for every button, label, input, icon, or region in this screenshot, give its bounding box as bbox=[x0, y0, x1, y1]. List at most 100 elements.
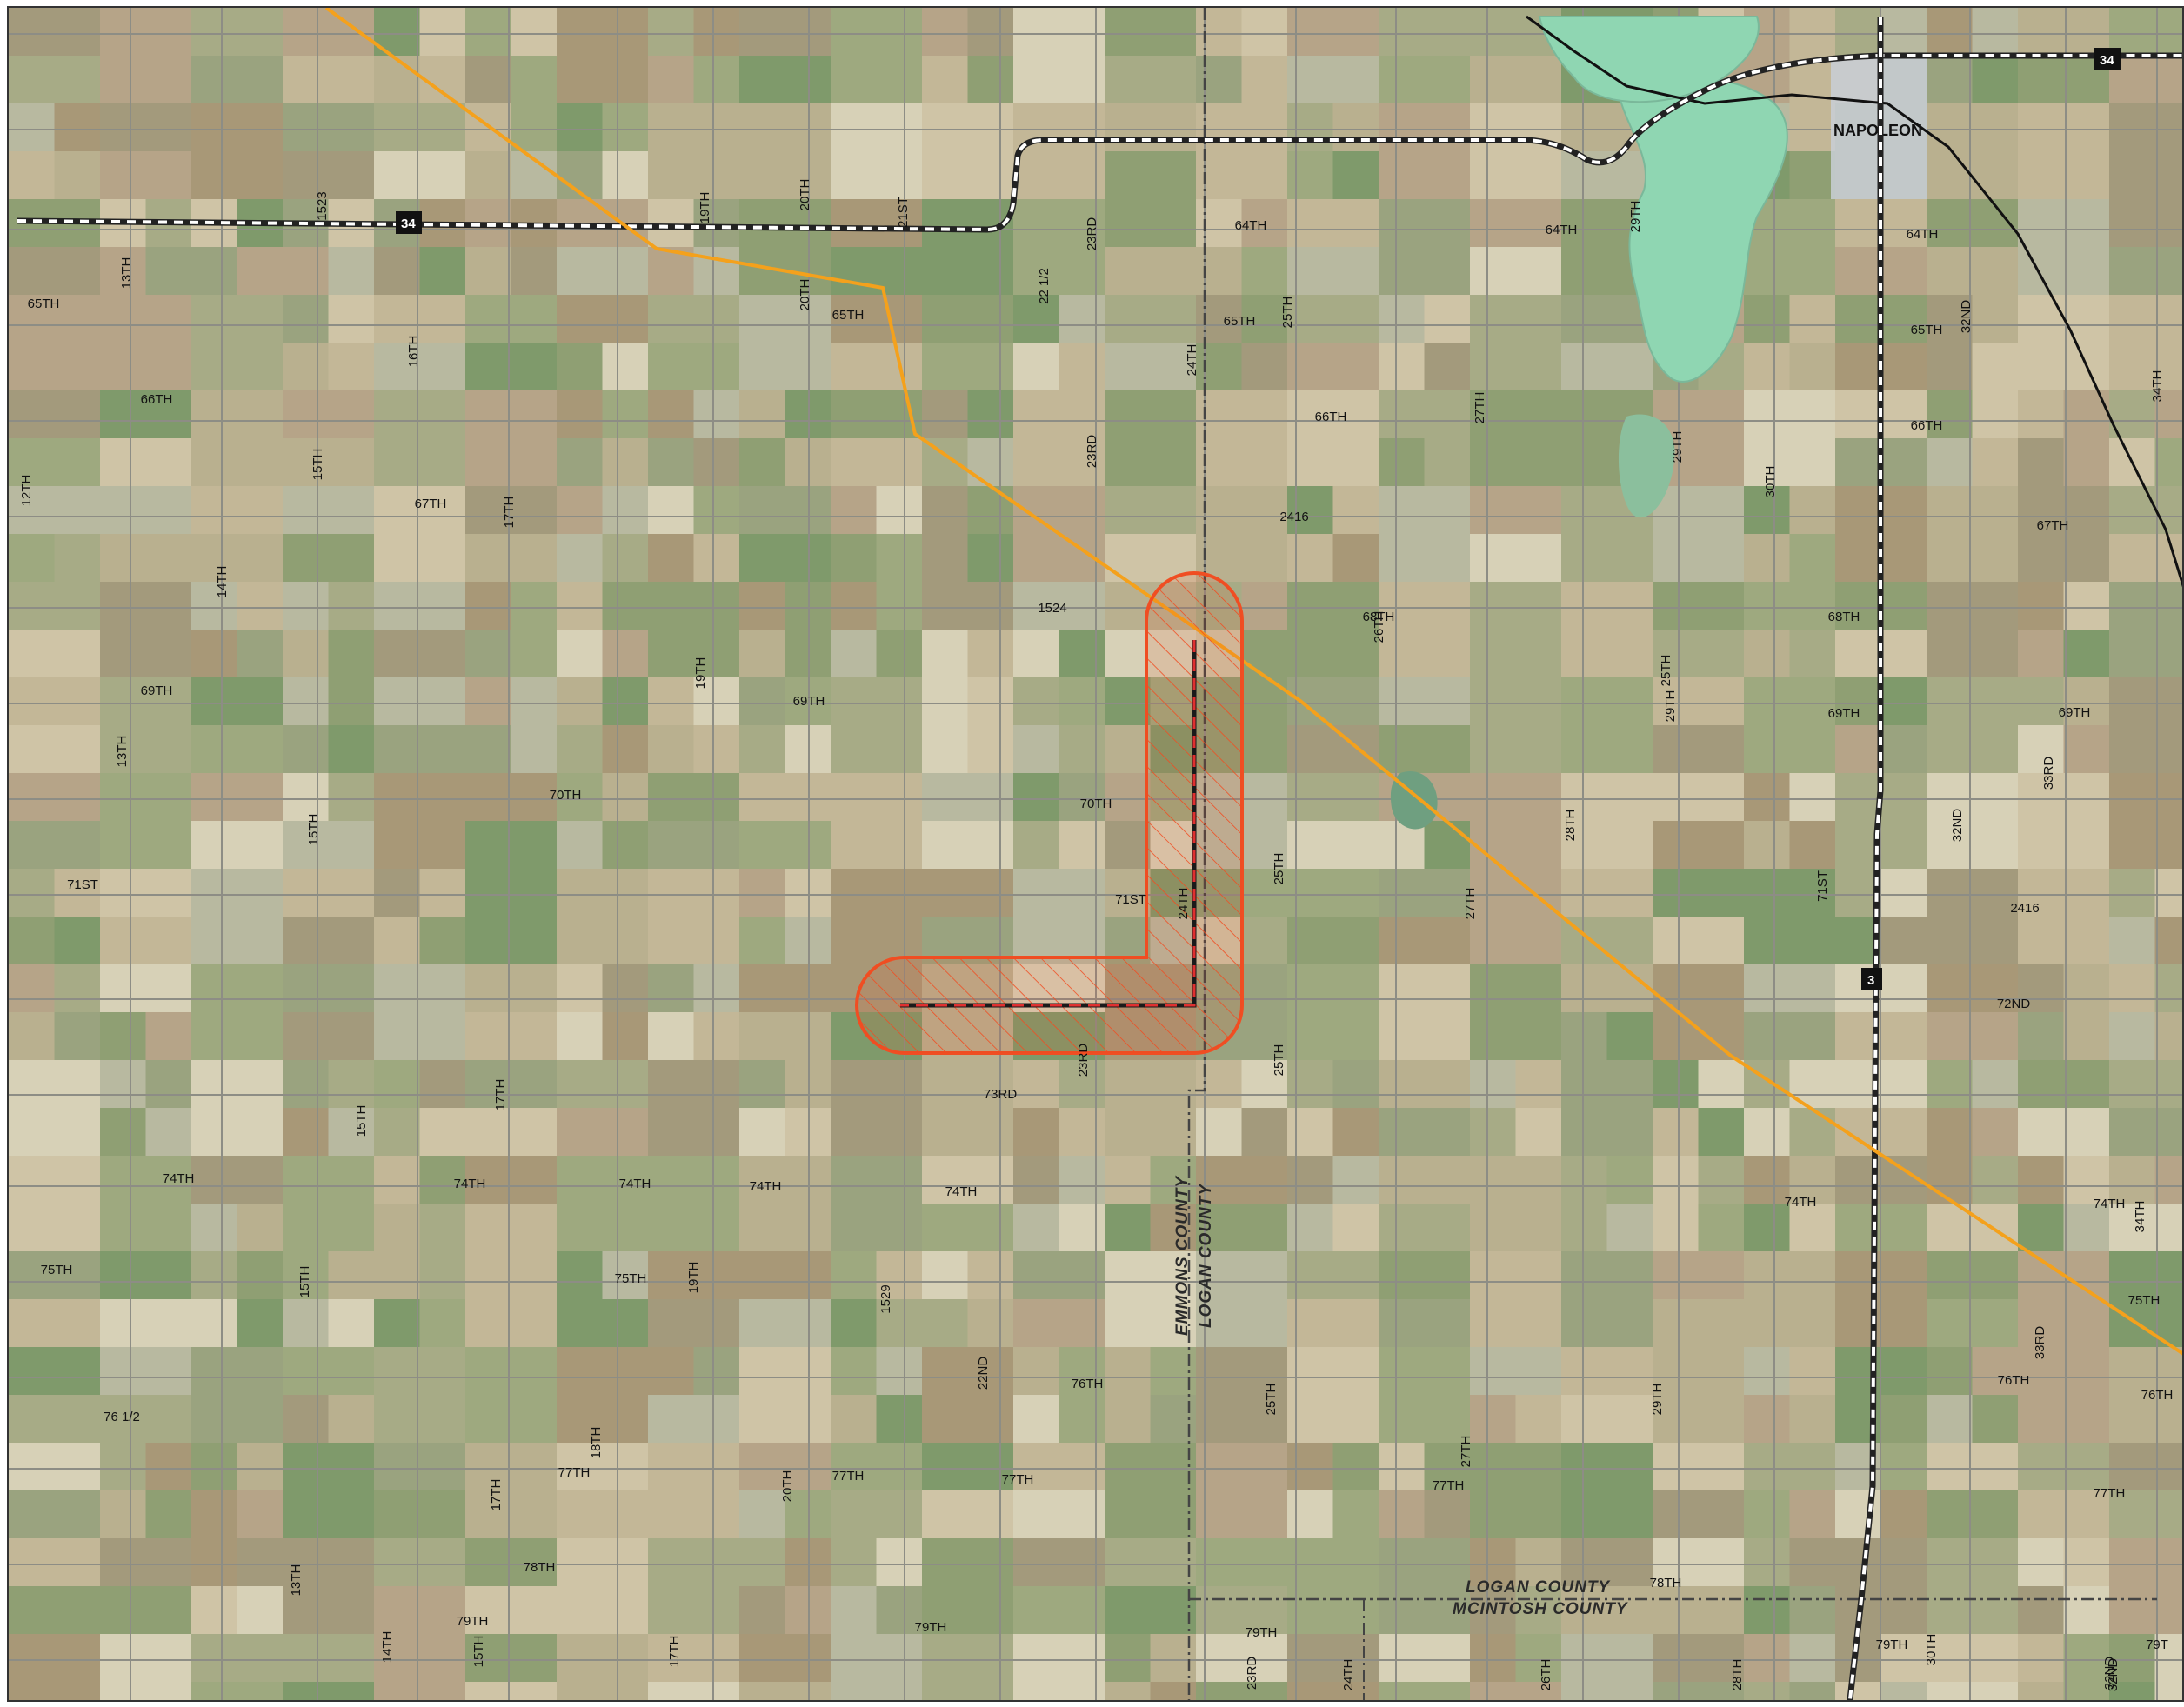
road-label: 69TH bbox=[2059, 705, 2091, 720]
road-label: 65TH bbox=[832, 308, 865, 323]
svg-text:34: 34 bbox=[2100, 53, 2114, 68]
road-label: 25TH bbox=[1280, 297, 1295, 329]
road-label: 17TH bbox=[493, 1079, 508, 1111]
road-label: 20TH bbox=[780, 1470, 795, 1503]
road-label: 76TH bbox=[2141, 1388, 2174, 1403]
road-label: 71ST bbox=[67, 877, 98, 892]
road-label: 68TH bbox=[1363, 610, 1395, 624]
lake bbox=[1616, 76, 1788, 383]
road-label: 1523 bbox=[315, 191, 330, 220]
highway-shield-34-west: 34 bbox=[396, 211, 422, 234]
road-label: 34TH bbox=[2133, 1201, 2147, 1233]
road-label: 76TH bbox=[1998, 1373, 2030, 1388]
county-label-emmons: EMMONS COUNTY bbox=[1173, 1175, 1192, 1336]
road-label: 78TH bbox=[1650, 1576, 1682, 1590]
road-label: 28TH bbox=[1730, 1659, 1745, 1691]
road-label: 69TH bbox=[1828, 706, 1860, 721]
map-frame: NAPOLEON 34 34 3 EMMONS COUNTY LOGAN COU… bbox=[7, 6, 2184, 1702]
road-label: 25TH bbox=[1272, 1044, 1286, 1077]
road-label: 69TH bbox=[141, 683, 173, 698]
county-label-logan-vertical: LOGAN COUNTY bbox=[1197, 1183, 1215, 1328]
road-label: 17TH bbox=[667, 1636, 682, 1668]
study-area-buffer bbox=[855, 571, 1244, 1055]
road-label: 26TH bbox=[1372, 611, 1386, 643]
highway-shield-3: 3 bbox=[1861, 968, 1882, 990]
road-label: 13TH bbox=[115, 736, 130, 768]
road-label: 77TH bbox=[558, 1465, 591, 1480]
road-label: 33RD bbox=[2041, 757, 2056, 790]
road-label: 28TH bbox=[1563, 810, 1578, 842]
road-label: 64TH bbox=[1235, 218, 1267, 233]
road-label: 68TH bbox=[1828, 610, 1860, 624]
road-label: 34TH bbox=[2150, 370, 2165, 403]
county-label-mcintosh: MCINTOSH COUNTY bbox=[1453, 1600, 1629, 1618]
road-label: 13TH bbox=[289, 1564, 304, 1597]
road-label: 77TH bbox=[1002, 1472, 1034, 1487]
road-label: 29TH bbox=[1670, 431, 1685, 463]
road-label: 67TH bbox=[2037, 518, 2069, 533]
road-label: 77TH bbox=[832, 1469, 865, 1484]
road-label: 16TH bbox=[406, 336, 421, 368]
road-label: 72ND bbox=[1997, 997, 2031, 1011]
road-label: 24TH bbox=[1341, 1659, 1356, 1691]
road-label: 76 1/2 bbox=[104, 1410, 140, 1424]
road-label: 25TH bbox=[1264, 1384, 1279, 1416]
road-label: 17TH bbox=[489, 1479, 504, 1511]
map-canvas[interactable]: NAPOLEON 34 34 3 EMMONS COUNTY LOGAN COU… bbox=[9, 8, 2184, 1702]
road-label: 66TH bbox=[1315, 410, 1347, 424]
road-label: 77TH bbox=[2094, 1486, 2126, 1501]
road-label: 23RD bbox=[1085, 435, 1099, 469]
road-label: 12TH bbox=[19, 475, 34, 507]
road-label: 18TH bbox=[589, 1427, 604, 1459]
road-label: 74TH bbox=[454, 1177, 486, 1191]
road-label: 15TH bbox=[297, 1266, 312, 1298]
highway-shield-34-east: 34 bbox=[2094, 48, 2121, 70]
road-label: 65TH bbox=[1224, 314, 1256, 329]
road-label: 24TH bbox=[1185, 344, 1199, 377]
road-label: 23RD bbox=[1245, 1657, 1259, 1690]
road-label: 15TH bbox=[306, 814, 321, 846]
road-label: 66TH bbox=[1911, 418, 1943, 433]
road-label: 79TH bbox=[1246, 1625, 1278, 1640]
road-labels: 13TH 65TH 66TH 12TH 15TH 16TH 1523 19TH 20TH 21ST… bbox=[19, 179, 2173, 1692]
road-label: 21ST bbox=[896, 197, 911, 228]
road-label: 25TH bbox=[1272, 853, 1286, 885]
road-label: 74TH bbox=[1785, 1195, 1817, 1210]
svg-text:3: 3 bbox=[1867, 973, 1874, 988]
road-label: 32ND bbox=[1959, 300, 1974, 334]
road-label: 33RD bbox=[2033, 1326, 2047, 1360]
road-label: 29TH bbox=[1650, 1384, 1665, 1416]
road-label: 29TH bbox=[1628, 201, 1643, 233]
transmission-line bbox=[324, 8, 2182, 1356]
road-label: 27TH bbox=[1459, 1436, 1473, 1468]
road-label: 74TH bbox=[750, 1179, 782, 1194]
road-label: 32ND bbox=[2102, 1657, 2117, 1690]
road-label: 75TH bbox=[615, 1271, 647, 1286]
road-label: 32ND bbox=[1950, 809, 1965, 843]
road-label: 74TH bbox=[2094, 1197, 2126, 1211]
road-label: 65TH bbox=[1911, 323, 1943, 337]
road-label: 19TH bbox=[693, 657, 708, 690]
county-line-emmons-logan bbox=[1187, 8, 1206, 1700]
road-label: 66TH bbox=[141, 392, 173, 407]
road-label: 79TH bbox=[915, 1620, 947, 1635]
road-label: 24TH bbox=[1176, 888, 1191, 920]
road-label: 74TH bbox=[619, 1177, 651, 1191]
road-label: 22ND bbox=[976, 1357, 991, 1390]
road-label: 13TH bbox=[119, 257, 134, 290]
road-label: 64TH bbox=[1907, 227, 1939, 242]
road-label: 32ND bbox=[2106, 1658, 2121, 1692]
road-label: 79T bbox=[2146, 1637, 2168, 1652]
road-label: 20TH bbox=[798, 179, 812, 211]
road-label: 15TH bbox=[311, 449, 325, 481]
lake-upper bbox=[1538, 16, 1760, 103]
road-label: 67TH bbox=[415, 497, 447, 511]
road-label: 19TH bbox=[686, 1262, 701, 1294]
highway-34-dash bbox=[17, 54, 2182, 232]
study-area-buffer-tint bbox=[857, 573, 1242, 1053]
proposed-route-dash bbox=[900, 640, 1196, 1007]
road-label: 2416 bbox=[1279, 510, 1308, 524]
road-label: 70TH bbox=[1080, 797, 1112, 811]
road-label: 78TH bbox=[524, 1560, 556, 1575]
road-label: 29TH bbox=[1663, 690, 1678, 723]
